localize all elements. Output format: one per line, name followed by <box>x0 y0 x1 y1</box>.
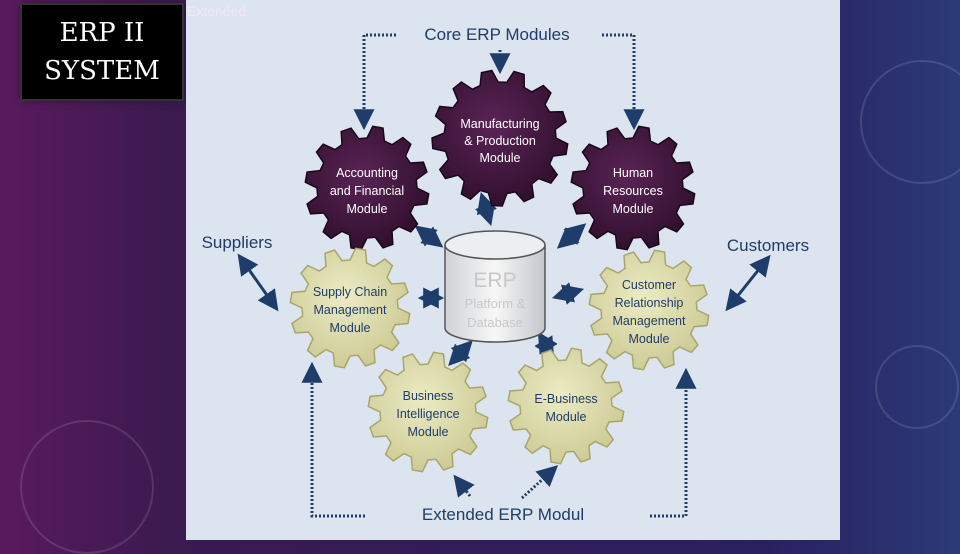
gear-label-manufacturing: Manufacturing <box>460 117 539 131</box>
connector-ext-bi <box>453 474 475 498</box>
gear-label-accounting: Accounting <box>336 166 398 180</box>
arrow-accounting-erp <box>414 225 444 248</box>
gear-bi <box>367 351 489 473</box>
gear-label-hr: Human <box>613 166 653 180</box>
connector-ext-right <box>650 367 697 518</box>
gear-label-ebiz: E-Business <box>534 392 597 406</box>
connector-core-right <box>602 33 645 131</box>
gear-label-hr: Resources <box>603 184 663 198</box>
gear-scm <box>289 247 411 369</box>
decorative-ring <box>860 60 960 184</box>
decorative-ring <box>875 345 959 429</box>
connector-core-left <box>353 33 396 131</box>
gear-label-scm: Supply Chain <box>313 285 387 299</box>
gear-label-crm: Management <box>613 314 686 328</box>
gear-label-crm: Relationship <box>615 296 684 310</box>
gear-hr <box>570 125 696 251</box>
extended-modules-heading: Extended ERP Modul <box>422 505 584 524</box>
gear-label-hr: Module <box>613 202 654 216</box>
gear-label-crm: Customer <box>622 278 676 292</box>
gear-label-crm: Module <box>629 332 670 346</box>
gear-label-scm: Management <box>314 303 387 317</box>
gear-label-accounting: and Financial <box>330 184 404 198</box>
erp-database-cylinder <box>444 230 546 343</box>
slide-title-line1: ERP II <box>59 18 145 48</box>
slide-title-box: ERP II SYSTEM <box>22 5 182 99</box>
gear-label-manufacturing: & Production <box>464 134 536 148</box>
erp-center-title: ERP <box>473 269 516 292</box>
erp-center-line1: Platform & <box>465 296 526 311</box>
arrow-crm-erp <box>551 282 585 305</box>
connector-ext-left <box>301 361 365 518</box>
gear-label-ebiz: Module <box>546 410 587 424</box>
gear-ebiz <box>507 347 625 465</box>
gear-manufacturing <box>431 69 569 207</box>
arrow-hr-erp <box>556 223 587 249</box>
slide-title-line2: SYSTEM <box>44 56 160 86</box>
erp-center-line2: Database <box>467 315 523 330</box>
customers-label: Customers <box>727 236 809 255</box>
gear-label-accounting: Module <box>347 202 388 216</box>
connector-ext-ebiz <box>520 465 559 500</box>
erp-diagram: Core ERP Modules Extended ERP Modul Supp… <box>202 25 810 524</box>
gear-label-bi: Module <box>408 425 449 439</box>
suppliers-label: Suppliers <box>202 233 273 252</box>
gear-label-bi: Intelligence <box>396 407 459 421</box>
gear-label-bi: Business <box>403 389 454 403</box>
gear-label-scm: Module <box>330 321 371 335</box>
arrow-suppliers-scm <box>237 253 279 312</box>
gear-label-manufacturing: Module <box>480 151 521 165</box>
extended-tag: Extended <box>187 3 247 19</box>
gear-accounting <box>304 125 430 251</box>
arrow-customers-crm <box>725 254 771 312</box>
arrow-bi-erp <box>448 339 473 367</box>
gear-crm <box>588 249 710 371</box>
core-modules-heading: Core ERP Modules <box>424 25 569 44</box>
arrow-manufacturing-erp <box>475 191 497 227</box>
